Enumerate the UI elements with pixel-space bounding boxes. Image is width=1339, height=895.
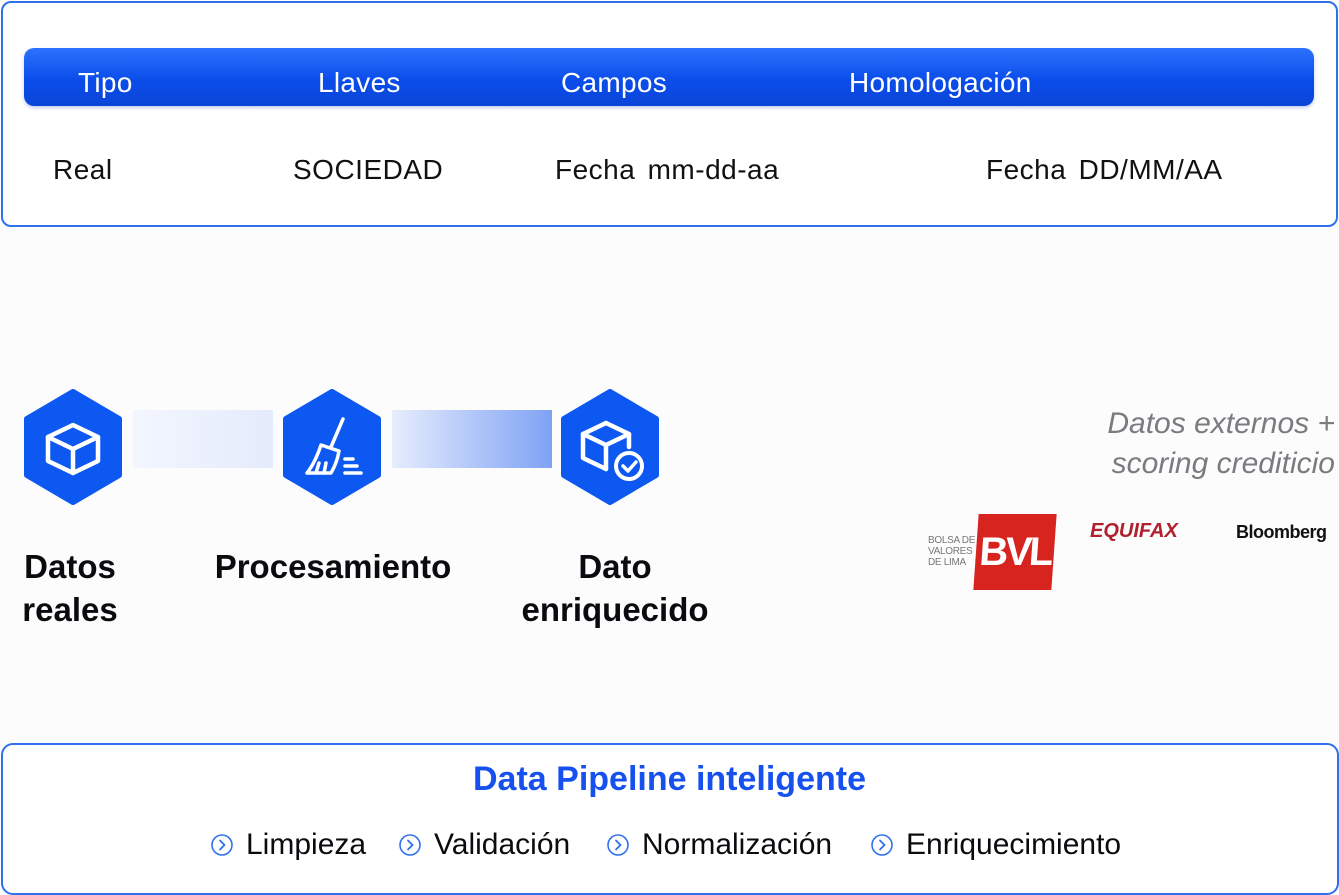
- cell-tipo: Real: [53, 154, 113, 185]
- stage-2-line-1: Procesamiento: [214, 548, 452, 585]
- equifax-logo: EQUIFAX: [1090, 520, 1178, 542]
- external-caption-line-2: scoring crediticio: [1111, 447, 1335, 480]
- cube-icon: [24, 389, 122, 505]
- step-validacion: Validación: [398, 825, 570, 865]
- connector-1: [133, 410, 273, 468]
- stage-1-line-2: reales: [22, 591, 118, 628]
- stage-1-line-1: Datos: [24, 548, 116, 585]
- bvl-logo-subtext: BOLSA DE VALORES DE LIMA: [928, 535, 980, 568]
- chevron-circle-icon: [399, 834, 421, 856]
- cell-homologacion: Fecha DD/MM/AA: [986, 154, 1223, 185]
- chevron-circle-icon: [607, 834, 629, 856]
- step-normalizacion: Normalización: [606, 825, 832, 865]
- cell-campos: Fecha mm-dd-aa: [555, 154, 780, 185]
- header-llaves: Llaves: [318, 67, 401, 98]
- step-label-normalizacion: Normalización: [642, 828, 833, 861]
- data-pipeline-card: [1, 743, 1339, 895]
- bvl-subtext-2: VALORES: [928, 546, 973, 557]
- stage-label-dato-enriquecido: Dato enriquecido: [500, 545, 730, 631]
- step-label-validacion: Validación: [434, 828, 571, 861]
- table-header-bar: [24, 48, 1314, 106]
- header-campos: Campos: [561, 67, 668, 98]
- header-tipo: Tipo: [78, 67, 133, 98]
- step-label-limpieza: Limpieza: [246, 828, 367, 861]
- bvl-logo: BVL: [973, 514, 1057, 590]
- connector-2: [392, 410, 552, 468]
- cube-check-icon: [561, 389, 659, 505]
- step-label-enriquecimiento: Enriquecimiento: [906, 828, 1122, 861]
- bvl-subtext-1: BOLSA DE: [928, 535, 976, 546]
- header-homologacion: Homologación: [849, 67, 1032, 98]
- cell-llaves: SOCIEDAD: [293, 154, 444, 185]
- step-enriquecimiento: Enriquecimiento: [870, 825, 1121, 865]
- schema-table-card: [1, 1, 1338, 227]
- chevron-circle-icon: [211, 834, 233, 856]
- external-data-caption: Datos externos + scoring crediticio: [995, 404, 1335, 484]
- external-caption-line-1: Datos externos +: [1107, 407, 1335, 440]
- stage-3-line-2: enriquecido: [521, 591, 709, 628]
- step-limpieza: Limpieza: [210, 825, 366, 865]
- bvl-subtext-3: DE LIMA: [928, 557, 966, 568]
- stage-label-datos-reales: Datos reales: [0, 545, 140, 631]
- data-pipeline-title: Data Pipeline inteligente: [473, 760, 866, 798]
- stage-label-procesamiento: Procesamiento: [196, 545, 470, 588]
- chevron-circle-icon: [871, 834, 893, 856]
- bloomberg-logo: Bloomberg: [1236, 522, 1327, 542]
- stage-3-line-1: Dato: [578, 548, 652, 585]
- broom-icon: [283, 389, 381, 505]
